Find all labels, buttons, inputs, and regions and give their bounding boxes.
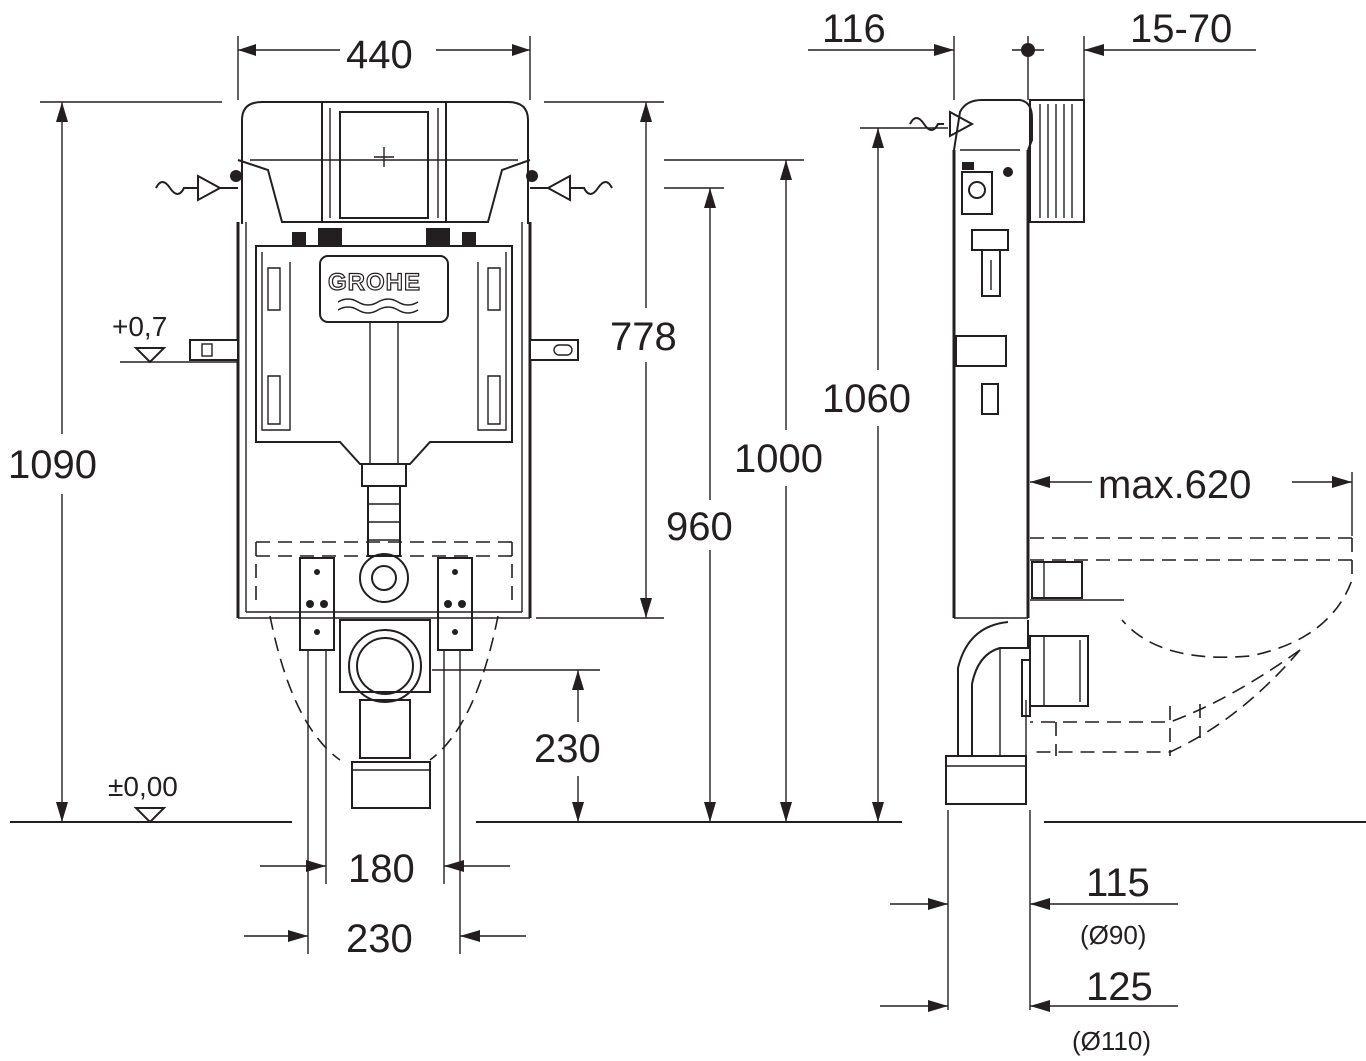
dim-max620: max.620	[1030, 463, 1353, 536]
dim-230-width-label: 230	[346, 917, 413, 961]
dim-180: 180	[260, 650, 510, 891]
side-outlet	[945, 561, 1124, 805]
dim-1000: 1000	[664, 159, 823, 822]
dim-180-label: 180	[348, 847, 415, 891]
dim-778: 778	[536, 101, 677, 619]
grohe-logo: GROHE	[328, 269, 421, 296]
dim-1000-label: 1000	[734, 437, 823, 481]
level-plus-label: +0,7	[112, 311, 167, 342]
dim-125-sub-label: (Ø110)	[1072, 1026, 1151, 1056]
dim-440-label: 440	[346, 33, 413, 77]
level-plus: +0,7	[112, 311, 238, 364]
dim-max620-label: max.620	[1098, 463, 1251, 507]
front-frame: GROHE	[155, 101, 613, 619]
dim-115-label: 115	[1086, 861, 1150, 905]
dim-778-label: 778	[610, 315, 677, 359]
dim-115: 115 (Ø90)	[890, 810, 1178, 1010]
dim-116-label: 116	[822, 7, 886, 51]
side-frame	[909, 99, 1085, 619]
wc-pan-outline	[1030, 537, 1353, 756]
dim-230-height: 230	[432, 669, 601, 822]
dim-115-sub-label: (Ø90)	[1080, 920, 1146, 950]
dim-125-label: 125	[1086, 965, 1153, 1009]
level-zero-label: ±0,00	[108, 771, 178, 802]
dim-230-height-label: 230	[534, 727, 601, 771]
dim-15-70: 15-70	[1012, 7, 1256, 100]
dim-116: 116	[808, 7, 955, 100]
dim-15-70-label: 15-70	[1130, 7, 1232, 51]
dim-1090: 1090	[8, 101, 222, 822]
dim-125: 125 (Ø110)	[880, 965, 1178, 1056]
front-outlet	[255, 463, 513, 809]
dim-1060-label: 1060	[822, 377, 911, 421]
dim-960-label: 960	[666, 505, 733, 549]
dim-440: 440	[237, 33, 531, 100]
dim-1060: 1060	[822, 127, 948, 822]
dim-1090-label: 1090	[8, 443, 97, 487]
dim-230-width: 230	[244, 650, 526, 961]
dim-960: 960	[664, 187, 733, 822]
level-zero: ±0,00	[108, 771, 178, 824]
